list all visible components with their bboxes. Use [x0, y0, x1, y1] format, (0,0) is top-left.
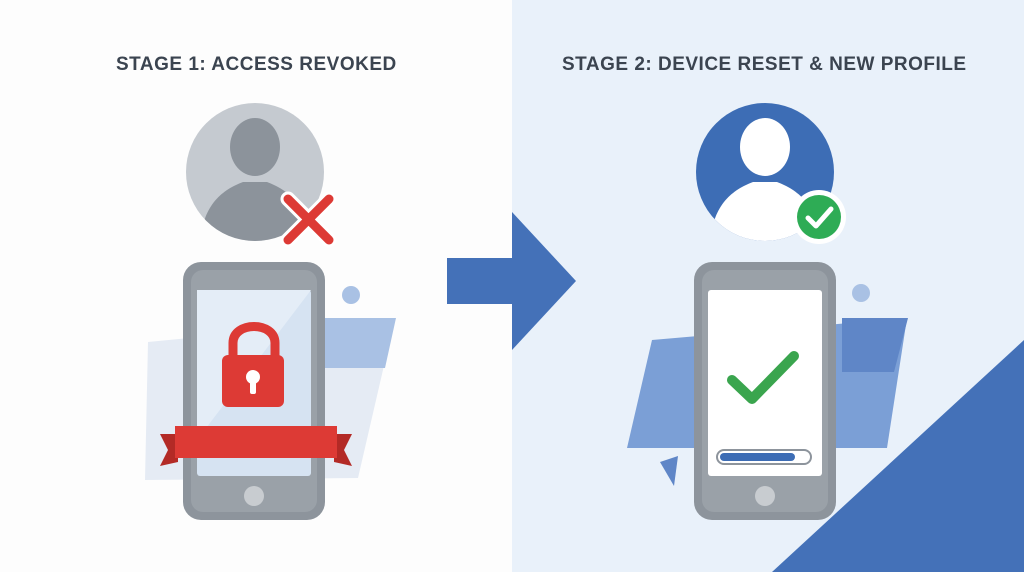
home-button: [244, 486, 264, 506]
decor-triangle-icon: [660, 456, 678, 486]
stage-2-panel: STAGE 2: DEVICE RESET & NEW PROFILE: [512, 0, 1024, 572]
green-check-badge-icon: [792, 190, 846, 244]
stage-1-title: STAGE 1: ACCESS REVOKED: [116, 54, 397, 75]
locked-phone: [160, 262, 352, 520]
decor-dot-icon: [342, 286, 360, 304]
stage-2-title: STAGE 2: DEVICE RESET & NEW PROFILE: [562, 54, 967, 75]
arrow-right-icon-left-part: [447, 212, 512, 350]
home-button: [755, 486, 775, 506]
revoked-user-avatar: [186, 103, 337, 248]
progress-fill: [720, 453, 795, 461]
reset-phone: [694, 262, 836, 520]
stage-2-illustration: [512, 103, 1024, 572]
red-ribbon-banner: [160, 426, 352, 466]
new-user-avatar: [696, 103, 846, 244]
stage-1-panel: STAGE 1: ACCESS REVOKED: [116, 54, 512, 520]
padlock-icon: [222, 322, 284, 407]
stage-1-illustration: [145, 103, 512, 520]
bg-accent-shape: [842, 318, 908, 372]
red-x-icon: [280, 191, 337, 248]
green-check-icon: [727, 351, 799, 404]
user-silhouette-icon: [710, 118, 820, 241]
corner-triangle-shape: [772, 340, 1024, 572]
progress-bar: [716, 449, 812, 465]
arrow-right-icon: [512, 212, 576, 350]
decor-dot-icon: [852, 284, 870, 302]
